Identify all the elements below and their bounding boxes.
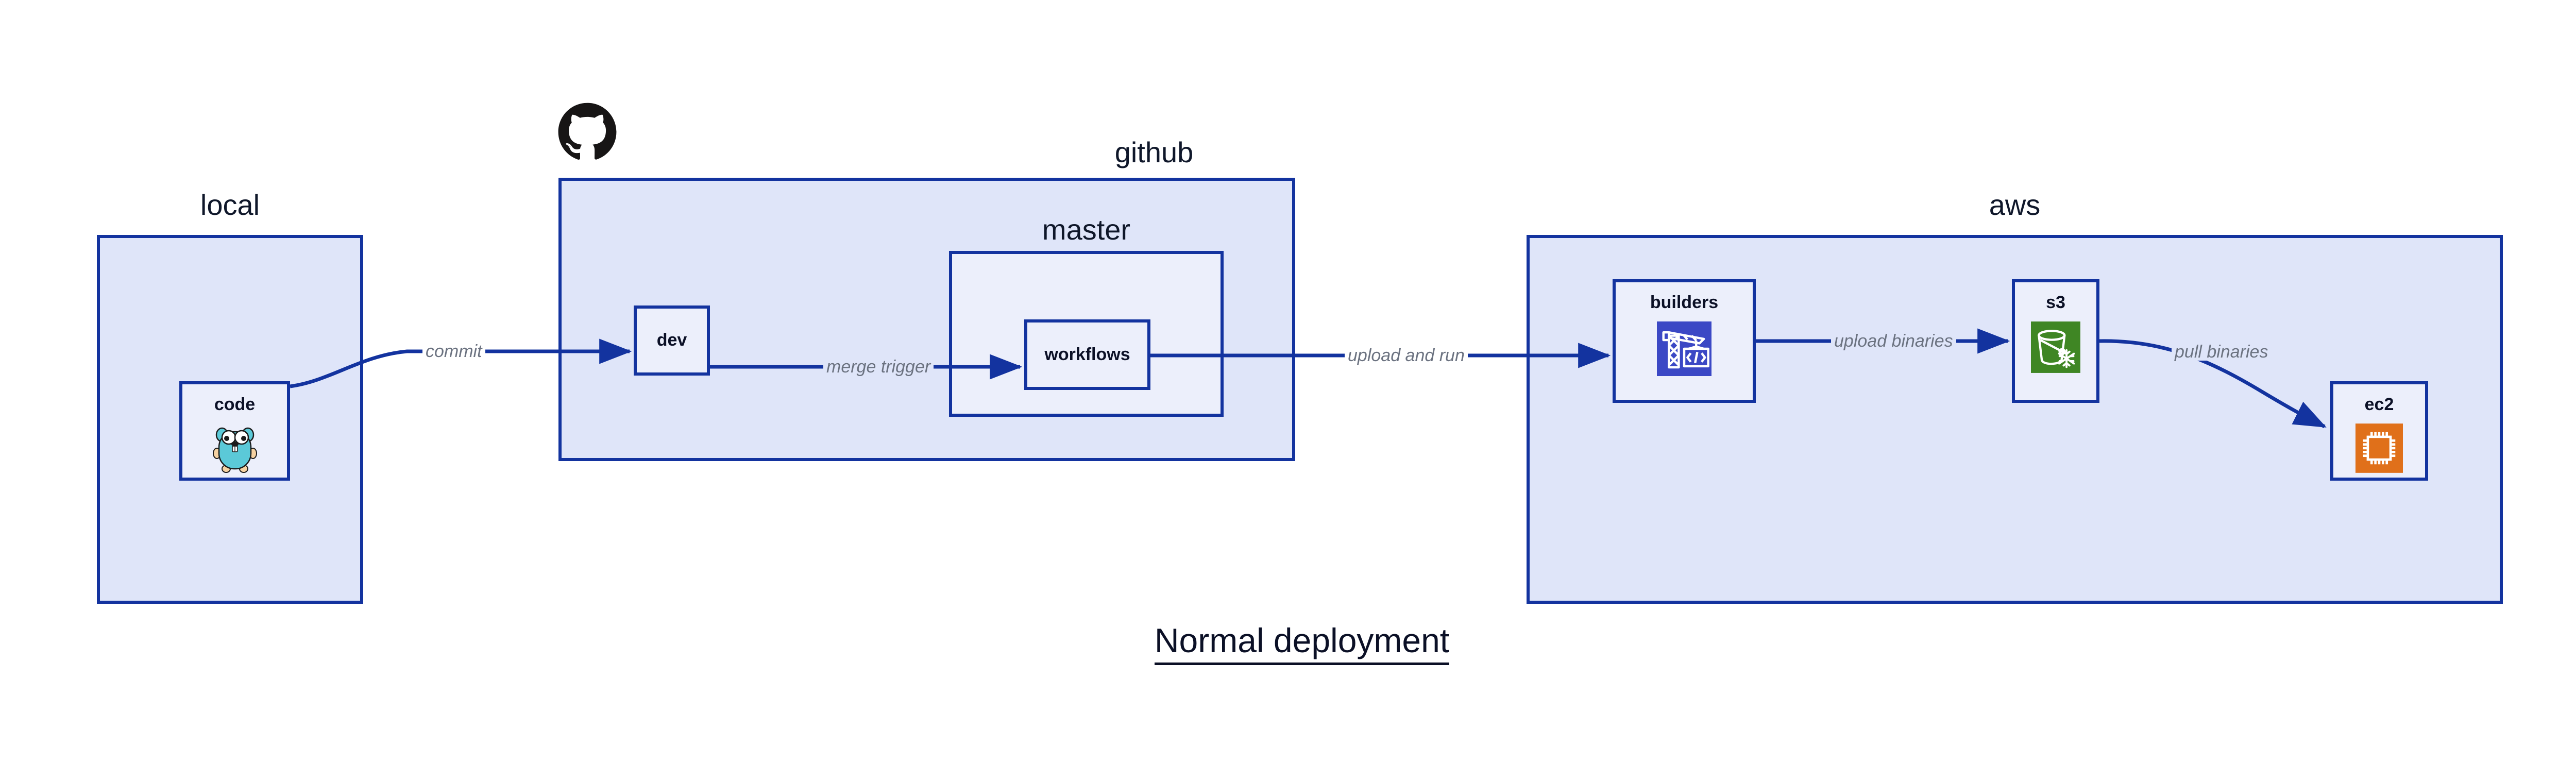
node-workflows-label: workflows [1044,345,1130,364]
cpu-chip-icon [2355,423,2403,476]
node-dev-label: dev [656,330,687,350]
node-dev[interactable]: dev [634,305,710,376]
node-s3[interactable]: s3 [2012,279,2099,403]
s3-bucket-icon [2031,321,2080,376]
group-label-aws: aws [1989,189,2041,221]
go-gopher-icon [212,423,257,476]
crane-code-icon [1657,321,1711,379]
node-code-label: code [214,395,256,414]
edge-label-pull-binaries: pull binaries [2172,343,2272,361]
node-builders[interactable]: builders [1613,279,1756,403]
diagram-caption: Normal deployment [0,621,2576,665]
edge-label-commit: commit [422,343,485,360]
diagram-caption-text: Normal deployment [1154,621,1450,665]
node-builders-label: builders [1650,293,1719,312]
edge-label-upload-and-run: upload and run [1345,347,1468,364]
node-workflows[interactable]: workflows [1024,319,1150,390]
group-label-github: github [1114,136,1194,168]
github-logo [555,101,619,165]
node-ec2[interactable]: ec2 [2330,381,2428,481]
edge-label-merge-trigger: merge trigger [823,358,934,376]
group-label-local: local [200,189,260,221]
group-label-master: master [1042,213,1131,246]
node-ec2-label: ec2 [2364,395,2394,414]
edge-label-upload-binaries: upload binaries [1831,332,1956,350]
node-s3-label: s3 [2046,293,2065,312]
node-code[interactable]: code [179,381,290,481]
